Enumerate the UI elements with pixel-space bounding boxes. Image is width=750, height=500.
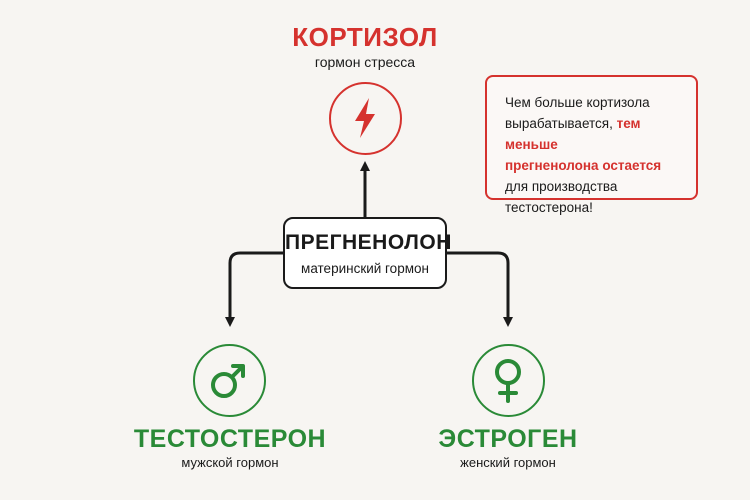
arrow-to-estrogen	[447, 251, 513, 327]
testosterone-subtitle: мужской гормон	[181, 455, 279, 470]
cortisol-subtitle: гормон стресса	[314, 54, 416, 70]
note-line-3: прегненолона остается	[505, 155, 682, 176]
testosterone-title: ТЕСТОСТЕРОН	[133, 425, 327, 453]
note-line-2: вырабатывается, тем меньше	[505, 116, 641, 152]
testosterone-icon-circle	[193, 344, 266, 417]
note-line-4: для производства	[505, 179, 618, 194]
cortisol-title: КОРТИЗОЛ	[292, 22, 438, 52]
cortisol-block: КОРТИЗОЛ гормон стресса	[265, 22, 465, 155]
estrogen-block: ЭСТРОГЕН женский гормон	[408, 344, 608, 474]
cortisol-icon-circle	[329, 82, 402, 155]
note-line-5: тестостерона!	[505, 200, 593, 215]
testosterone-block: ТЕСТОСТЕРОН мужской гормон	[130, 344, 330, 474]
estrogen-subtitle: женский гормон	[460, 455, 556, 470]
male-symbol-icon	[211, 364, 245, 398]
note-line-1: Чем больше кортизола	[505, 95, 650, 110]
pregnenolone-box: ПРЕГНЕНОЛОН материнский гормон	[283, 217, 452, 289]
cortisol-note-box: Чем больше кортизола вырабатывается, тем…	[485, 75, 698, 215]
estrogen-title: ЭСТРОГЕН	[438, 425, 578, 453]
estrogen-icon-circle	[472, 344, 545, 417]
note-highlight-2: прегненолона остается	[505, 158, 662, 173]
pregnenolone-title: ПРЕГНЕНОЛОН	[285, 231, 452, 254]
pregnenolone-subtitle: материнский гормон	[301, 261, 429, 276]
arrow-to-testosterone	[225, 251, 283, 327]
note-highlight-1: тем меньше	[505, 116, 641, 152]
female-symbol-icon	[495, 359, 521, 403]
lightning-bolt-icon	[355, 98, 375, 138]
